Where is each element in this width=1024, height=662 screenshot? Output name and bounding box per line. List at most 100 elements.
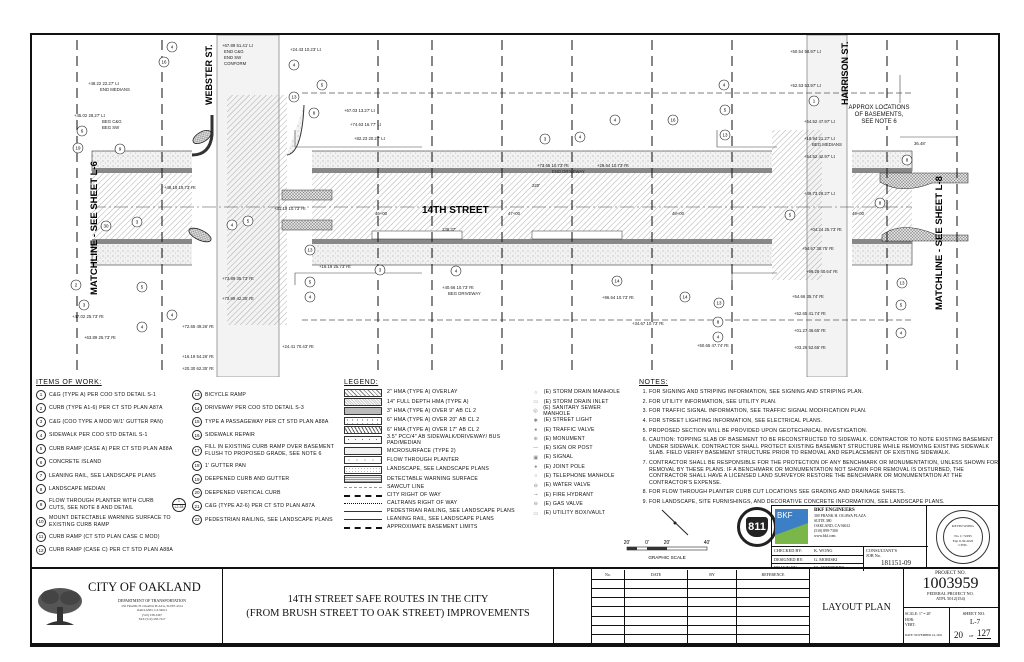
- legend-label: PEDESTRIAN RAILING, SEE LANDSCAPE PLANS: [387, 508, 515, 515]
- callout-number: 4: [293, 63, 296, 68]
- engineer-stamp-block: KEVIN WONG No. C 72295 Exp 6-30-2022 CIV…: [926, 505, 998, 569]
- item-text: C&G (TYPE A2-6) PER CT STD PLAN A87A: [205, 503, 316, 509]
- callout-number: 5: [321, 83, 324, 88]
- callout-number: 2: [75, 283, 78, 288]
- note-item: FOR TRAFFIC SIGNAL INFORMATION, SEE TRAF…: [649, 408, 999, 415]
- station-label: 47+00: [508, 211, 521, 216]
- legend-label: (E) TRAFFIC VALVE: [543, 426, 595, 433]
- designed-by-value: G. MORISKI: [814, 556, 838, 562]
- station-label: +40.66 10.73' Rt: [442, 285, 474, 290]
- item-number-bubble: 1: [36, 389, 46, 400]
- item-number-bubble: 16: [192, 430, 202, 441]
- callout-number: 4: [579, 135, 582, 140]
- station-label: +18.94 21.27' Lt: [804, 136, 836, 141]
- callout-number: 13: [291, 95, 297, 100]
- notes-title: NOTES:: [639, 379, 669, 386]
- item-text: FILL IN EXISTING CURB RAMP OVER BASEMENT…: [205, 444, 334, 457]
- legend-swatch: [344, 407, 382, 416]
- legend-pattern-item: 2" HMA (TYPE A) OVERLAY: [344, 388, 524, 397]
- callout-bubbles: 4 16 6 19 9 30 3 2 3 4 5 4 5 13 8 5 4 13…: [70, 41, 913, 343]
- legend-line-sample: [344, 494, 382, 497]
- note-item: FOR FLOW THROUGH PLANTER CURB CUT LOCATI…: [649, 489, 999, 496]
- station-label: +50.54 58.97' Lt: [790, 49, 822, 54]
- callout-number: 13: [722, 133, 728, 138]
- basement-note: APPROX LOCATIONS OF BASEMENTS, SEE NOTE …: [848, 105, 910, 126]
- note-item: FOR SIGNING AND STRIPING INFORMATION, SE…: [649, 389, 999, 396]
- utility-symbol-icon: —: [533, 445, 539, 452]
- legend-pattern-item: 3" HMA (TYPE A) OVER 9" AB CL 2: [344, 407, 524, 416]
- station-annotations: +67.89 51.41' Lt END C&G END SW CONFORM …: [72, 43, 926, 371]
- legend-line-item: LEANING RAIL, SEE LANDSCAPE PLANS: [344, 516, 524, 524]
- callout-number: 3: [379, 268, 382, 273]
- station-label: BEG SW: [102, 125, 120, 130]
- legend-label: (E) TELEPHONE MANHOLE: [543, 473, 615, 480]
- address-line: www.bkf.com: [814, 533, 836, 538]
- stamp-name: KEVIN WONG: [952, 524, 974, 528]
- station-label: +48.18 19.73' Rt: [164, 185, 196, 190]
- callout-number: 4: [141, 325, 144, 330]
- item-text: CURB (TYPE A1-6) PER CT STD PLAN A87A: [49, 405, 163, 411]
- legend-label: (E) WATER VALVE: [543, 482, 591, 489]
- sheet-number: 20: [954, 630, 963, 640]
- callout-number: 8: [717, 320, 720, 325]
- item-number-bubble: 10: [36, 516, 46, 527]
- legend-swatch: [344, 475, 382, 484]
- drawing-sheet: WEBSTER ST. HARRISON ST. 14TH STREET MAT…: [30, 33, 1000, 647]
- utility-symbol-icon: ⊖: [533, 501, 538, 508]
- job-number: 181151-09: [880, 559, 912, 567]
- revisions-table: No. DATE BY REFERENCE: [592, 570, 809, 645]
- callout-number: 4: [455, 269, 458, 274]
- item-number-bubble: 2: [36, 403, 46, 414]
- legend-symbols: ○(E) STORM DRAIN MANHOLE▭(E) STORM DRAIN…: [532, 388, 624, 532]
- address-line: 250 FRANK H. OGAWA PLAZA, SUITE 4314: [121, 604, 183, 608]
- item-number-bubble: 19: [192, 474, 202, 485]
- callout-number: 5: [900, 303, 903, 308]
- station-label: +73.89 42.35' Rt: [222, 296, 254, 301]
- landscape-median: [281, 189, 333, 201]
- revisions-header-by: BY: [687, 570, 737, 580]
- legend-line-item: APPROXIMATE BASEMENT LIMITS: [344, 524, 524, 532]
- legend-label: CALTRANS RIGHT OF WAY: [387, 500, 458, 507]
- legend-label: 3.5" PCC/4" AB SIDEWALK/DRIVEWAY/ BUS PA…: [387, 433, 501, 447]
- legend-line-sample: [344, 487, 382, 489]
- notes-list: FOR SIGNING AND STRIPING INFORMATION, SE…: [639, 389, 999, 506]
- legend-swatch: [344, 397, 382, 406]
- address-line: 300 FRANK H. OGAWA PLAZA: [814, 514, 866, 518]
- note-item: FOR LANDSCAPE, SITE FURNISHINGS, AND DEC…: [649, 499, 999, 506]
- callout-number: 4: [171, 313, 174, 318]
- revisions-header-date: DATE: [624, 570, 688, 580]
- station-label: +24.41 70.43' Rt: [282, 344, 314, 349]
- legend-line-sample: [344, 519, 382, 521]
- title-block: [30, 567, 1000, 647]
- item-text: SIDEWALK PER COO STD DETAIL S-1: [49, 432, 148, 438]
- landscape-median: [879, 172, 969, 190]
- item-text: FLOW THROUGH PLANTER WITH CURB CUTS, SEE…: [49, 498, 154, 511]
- legend-symbol-item: ○(E) TELEPHONE MANHOLE: [532, 472, 624, 481]
- station-label: +67.89 51.41' Lt: [222, 43, 254, 48]
- oak-tree-logo-icon: [38, 588, 82, 625]
- stamp-license: No. C 72295: [954, 534, 972, 539]
- sheet-id: L-7: [970, 618, 981, 626]
- consultant-block: BKF BKF ENGINEERS 300 FRANK H. OGAWA PLA…: [771, 505, 928, 571]
- scale-label: GRAPHIC SCALE: [648, 555, 685, 560]
- station-label: +54.52 47.97' Lt: [804, 119, 836, 124]
- consultant-address: 300 FRANK H. OGAWA PLAZA SUITE 380 OAKLA…: [814, 514, 866, 539]
- bkf-logo: BKF: [775, 509, 808, 544]
- station-label: +24.43 10.23' Lt: [290, 47, 322, 52]
- item-number-bubble: 3: [36, 416, 46, 427]
- legend-label: (E) UTILITY BOX/VAULT: [543, 510, 606, 517]
- station-label: +72.65 49.26' Rt: [182, 324, 214, 329]
- legend-label: (E) SIGN OR POST: [543, 445, 593, 452]
- callout-number: 13: [307, 248, 313, 253]
- station-label: +73.89 35.73' Rt: [222, 276, 254, 281]
- plan-date: DATE: NOVEMBER 24, 2021: [905, 632, 943, 637]
- landscape-median: [281, 219, 333, 231]
- station-label: +50.65 47.74' Rt: [697, 343, 729, 348]
- agency-block: CITY OF OAKLAND DEPARTMENT OF TRANSPORTA…: [32, 569, 223, 645]
- legend-title: LEGEND:: [344, 379, 379, 386]
